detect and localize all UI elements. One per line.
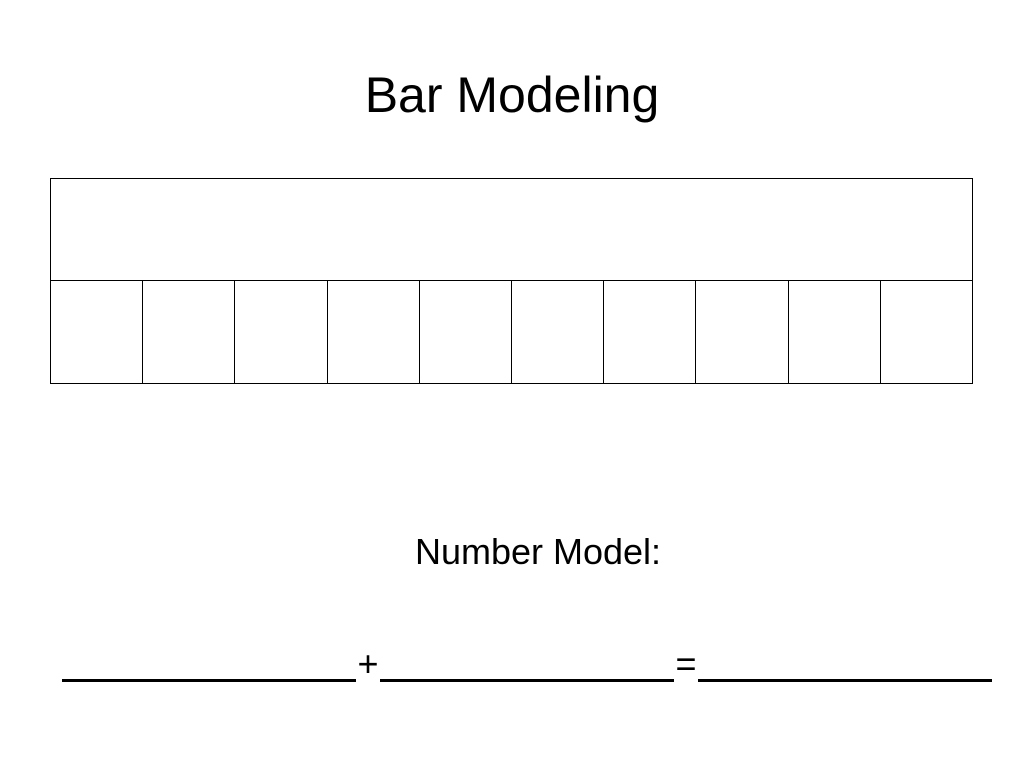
part-cell bbox=[789, 281, 881, 383]
addend-1-blank[interactable] bbox=[62, 679, 356, 682]
part-cell bbox=[51, 281, 144, 383]
part-cell bbox=[235, 281, 328, 383]
bar-model bbox=[50, 178, 973, 384]
part-cell bbox=[696, 281, 789, 383]
addend-2-blank[interactable] bbox=[380, 679, 674, 682]
whole-bar bbox=[51, 179, 972, 281]
number-model-equation: + = bbox=[60, 638, 1000, 688]
part-cell bbox=[881, 281, 972, 383]
plus-sign: + bbox=[357, 643, 379, 684]
sum-blank[interactable] bbox=[698, 679, 992, 682]
part-cell bbox=[604, 281, 697, 383]
equals-sign: = bbox=[675, 643, 697, 684]
part-cell bbox=[143, 281, 236, 383]
part-cell bbox=[512, 281, 605, 383]
page-title: Bar Modeling bbox=[364, 67, 660, 123]
part-cell bbox=[420, 281, 513, 383]
number-model-label: Number Model: bbox=[414, 531, 662, 572]
part-cell bbox=[328, 281, 420, 383]
parts-row bbox=[51, 281, 972, 383]
